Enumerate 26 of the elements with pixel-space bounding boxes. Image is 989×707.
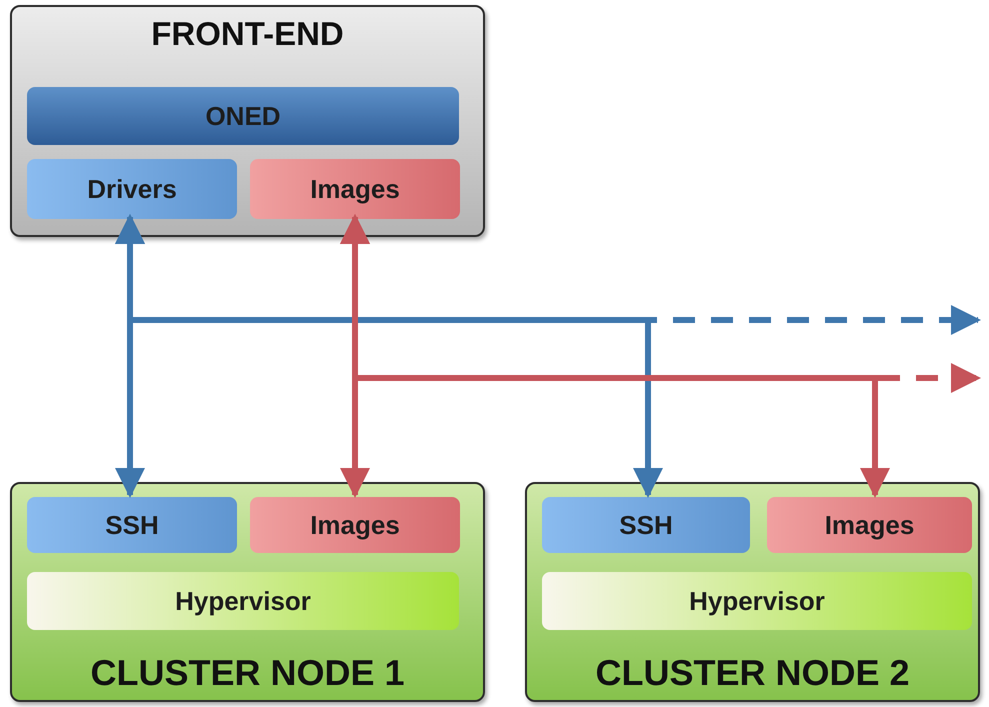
component-block	[27, 159, 237, 219]
component-block	[27, 87, 459, 145]
connector-arrow	[340, 214, 981, 393]
connector-arrow	[115, 214, 981, 335]
block-label: Images	[310, 510, 400, 540]
component-block	[27, 572, 459, 630]
block-label: Hypervisor	[689, 586, 825, 616]
component-block	[767, 497, 972, 553]
panel-title: CLUSTER NODE 2	[595, 652, 910, 695]
block-label: Hypervisor	[175, 586, 311, 616]
front-end-panel	[10, 5, 485, 237]
panel-title: CLUSTER NODE 1	[90, 652, 405, 695]
panel-title: FRONT-END	[151, 14, 344, 53]
cluster-node-panel	[525, 482, 980, 702]
block-label: Images	[824, 510, 914, 540]
block-label: Drivers	[87, 174, 177, 204]
block-label: SSH	[619, 510, 673, 540]
component-block	[542, 572, 972, 630]
cluster-node-panel	[10, 482, 485, 702]
component-block	[250, 159, 460, 219]
component-block	[27, 497, 237, 553]
block-label: SSH	[105, 510, 159, 540]
component-block	[542, 497, 750, 553]
component-block	[250, 497, 460, 553]
block-label: Images	[310, 174, 400, 204]
block-label: ONED	[205, 100, 281, 132]
